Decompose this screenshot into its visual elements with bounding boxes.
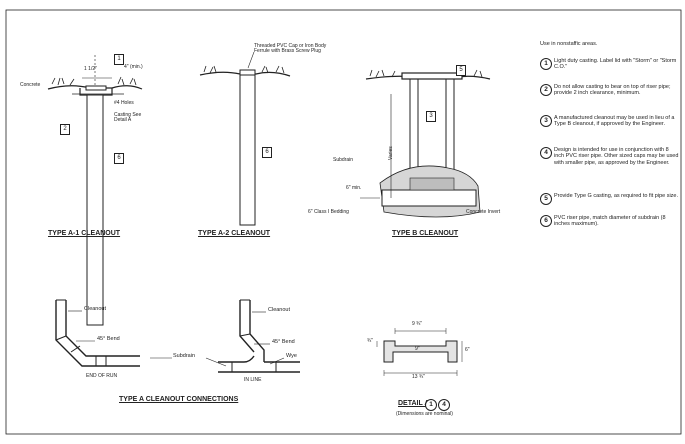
conn-end-of-run: END OF RUN <box>86 373 118 379</box>
b-label-varies: Varies <box>388 146 394 160</box>
type-b-drawing <box>360 69 491 218</box>
detail-dim-left: ¾" <box>367 338 373 344</box>
conn-left-bend: 45° Bend <box>97 336 120 342</box>
a2-caption: TYPE A-2 CLEANOUT <box>198 230 271 237</box>
note-4-text: Design is intended for use in conjunctio… <box>554 147 679 166</box>
note-1-number: 1 <box>540 58 552 70</box>
a1-tag-top: 1 <box>114 54 124 65</box>
b-label-invert: Concrete Invert <box>466 209 501 215</box>
note-5-text: Provide Type G casting, as required to f… <box>554 193 679 199</box>
b-tag-pipe: 3 <box>426 111 436 122</box>
a1-tag-left: 2 <box>60 124 70 135</box>
detail-dim-inner: 9" <box>415 346 420 352</box>
b-label-min: 6" min. <box>346 185 362 191</box>
note-2-number: 2 <box>540 84 552 96</box>
notes-title: Use in nonstaffic areas. <box>540 41 598 47</box>
note-3-text: A manufactured cleanout may be used in l… <box>554 115 675 128</box>
a1-label-casting: Casting See Detail A <box>114 112 142 124</box>
type-a1-drawing <box>47 55 143 326</box>
b-label-subdrain: Subdrain <box>333 157 354 163</box>
conn-left-cleanout: Cleanout <box>84 306 107 312</box>
conn-subdrain: Subdrain <box>173 353 196 359</box>
note-1-text: Light duty casting. Label lid with "Stor… <box>554 58 677 71</box>
connections-drawing <box>55 299 300 373</box>
a1-tag-pipe: 6 <box>114 153 124 164</box>
note-6-text: PVC riser pipe, match diameter of subdra… <box>554 215 666 228</box>
detail-dim-top: 9 ¾" <box>412 321 423 327</box>
detail-subcaption: (Dimensions are nominal) <box>396 411 453 417</box>
note-6-number: 6 <box>540 215 552 227</box>
conn-in-line: IN LINE <box>244 377 262 383</box>
note-4-number: 4 <box>540 147 552 159</box>
a2-label-plug: Threaded PVC Cap or Iron Body Ferrule wi… <box>254 43 327 55</box>
detail-ref-1: 1 <box>425 399 437 411</box>
a1-dim-min: 4" (min.) <box>124 64 143 70</box>
a1-label-holes: #4 Holes <box>114 100 134 106</box>
conn-right-bend: 45° Bend <box>272 339 295 345</box>
note-3-number: 3 <box>540 115 552 127</box>
detail-a-drawing <box>376 328 463 376</box>
detail-dim-bottom: 13 ¾" <box>412 374 425 380</box>
a1-dim-top: 1 1/2" <box>84 66 97 72</box>
b-tag-top: 5 <box>456 65 466 76</box>
type-a2-drawing <box>199 51 291 226</box>
note-5-number: 5 <box>540 193 552 205</box>
b-label-bedding: 6" Class I Bedding <box>308 209 349 215</box>
detail-caption: DETAIL A <box>398 400 430 407</box>
sheet-border <box>5 9 682 435</box>
conn-right-cleanout: Cleanout <box>268 307 291 313</box>
detail-ref-4: 4 <box>438 399 450 411</box>
conn-wye: Wye <box>286 353 297 359</box>
a1-label-concrete: Concrete <box>20 82 41 88</box>
a1-caption: TYPE A-1 CLEANOUT <box>48 230 121 237</box>
note-2-text: Do not allow casting to bear on top of r… <box>554 84 671 97</box>
a2-tag-pipe: 6 <box>262 147 272 158</box>
conn-caption: TYPE A CLEANOUT CONNECTIONS <box>119 396 239 403</box>
b-caption: TYPE B CLEANOUT <box>392 230 459 237</box>
detail-dim-right: 6" <box>465 347 470 353</box>
